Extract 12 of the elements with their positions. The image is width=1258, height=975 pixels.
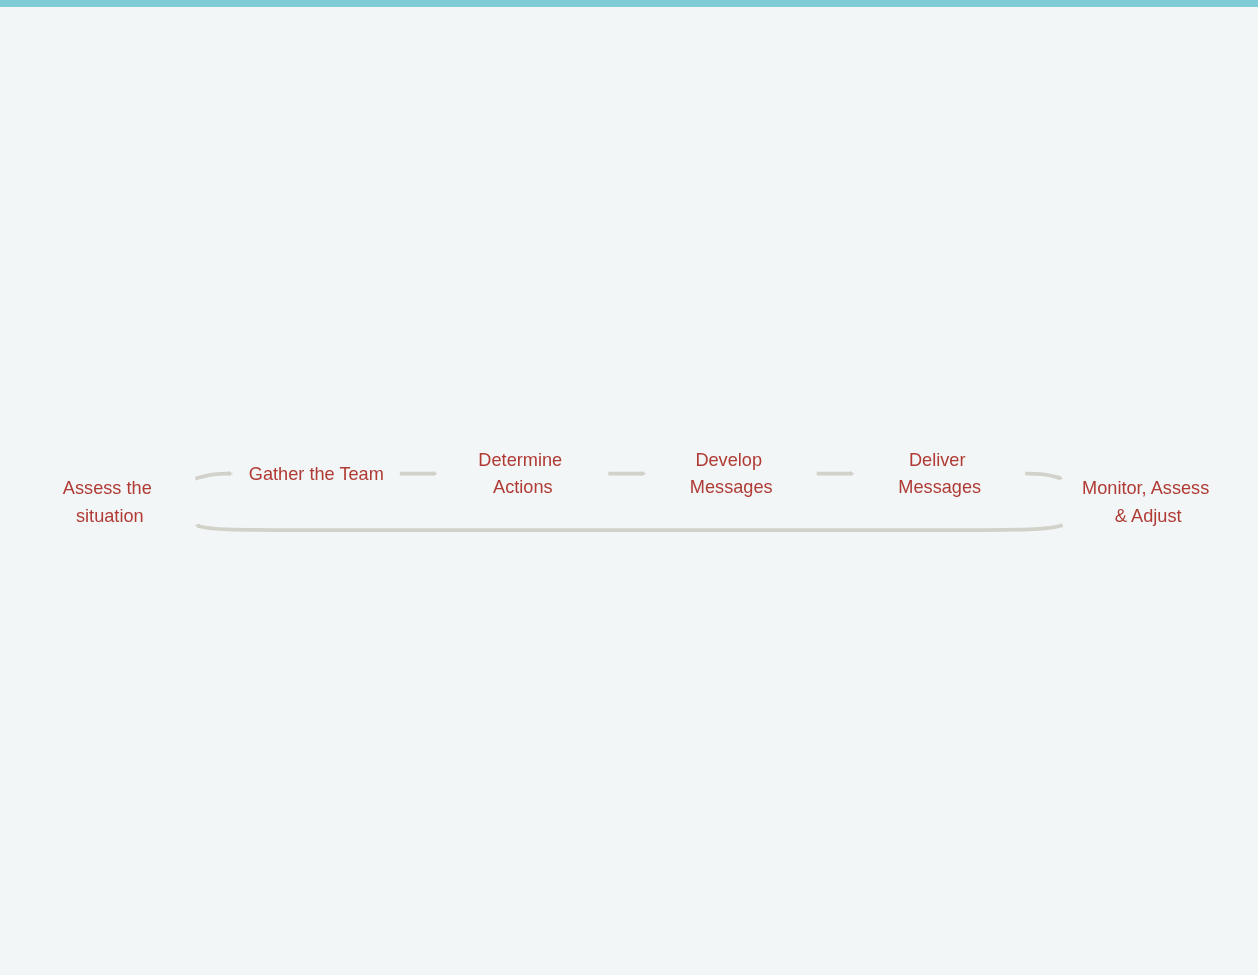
arrow <box>399 471 438 476</box>
node-text: Gather the Team <box>248 462 384 484</box>
node-text: Assess the situation <box>62 477 152 526</box>
arrow <box>1025 471 1063 480</box>
node-text: Deliver Messages <box>898 449 982 497</box>
node-text: Develop Messages <box>689 449 773 497</box>
node-text: Determine Actions <box>478 449 563 497</box>
arrow <box>195 523 1064 532</box>
arrow <box>816 471 855 476</box>
arrow <box>194 471 233 481</box>
arrow <box>608 471 646 476</box>
node-text: Monitor, Assess & Adjust <box>1082 477 1210 526</box>
